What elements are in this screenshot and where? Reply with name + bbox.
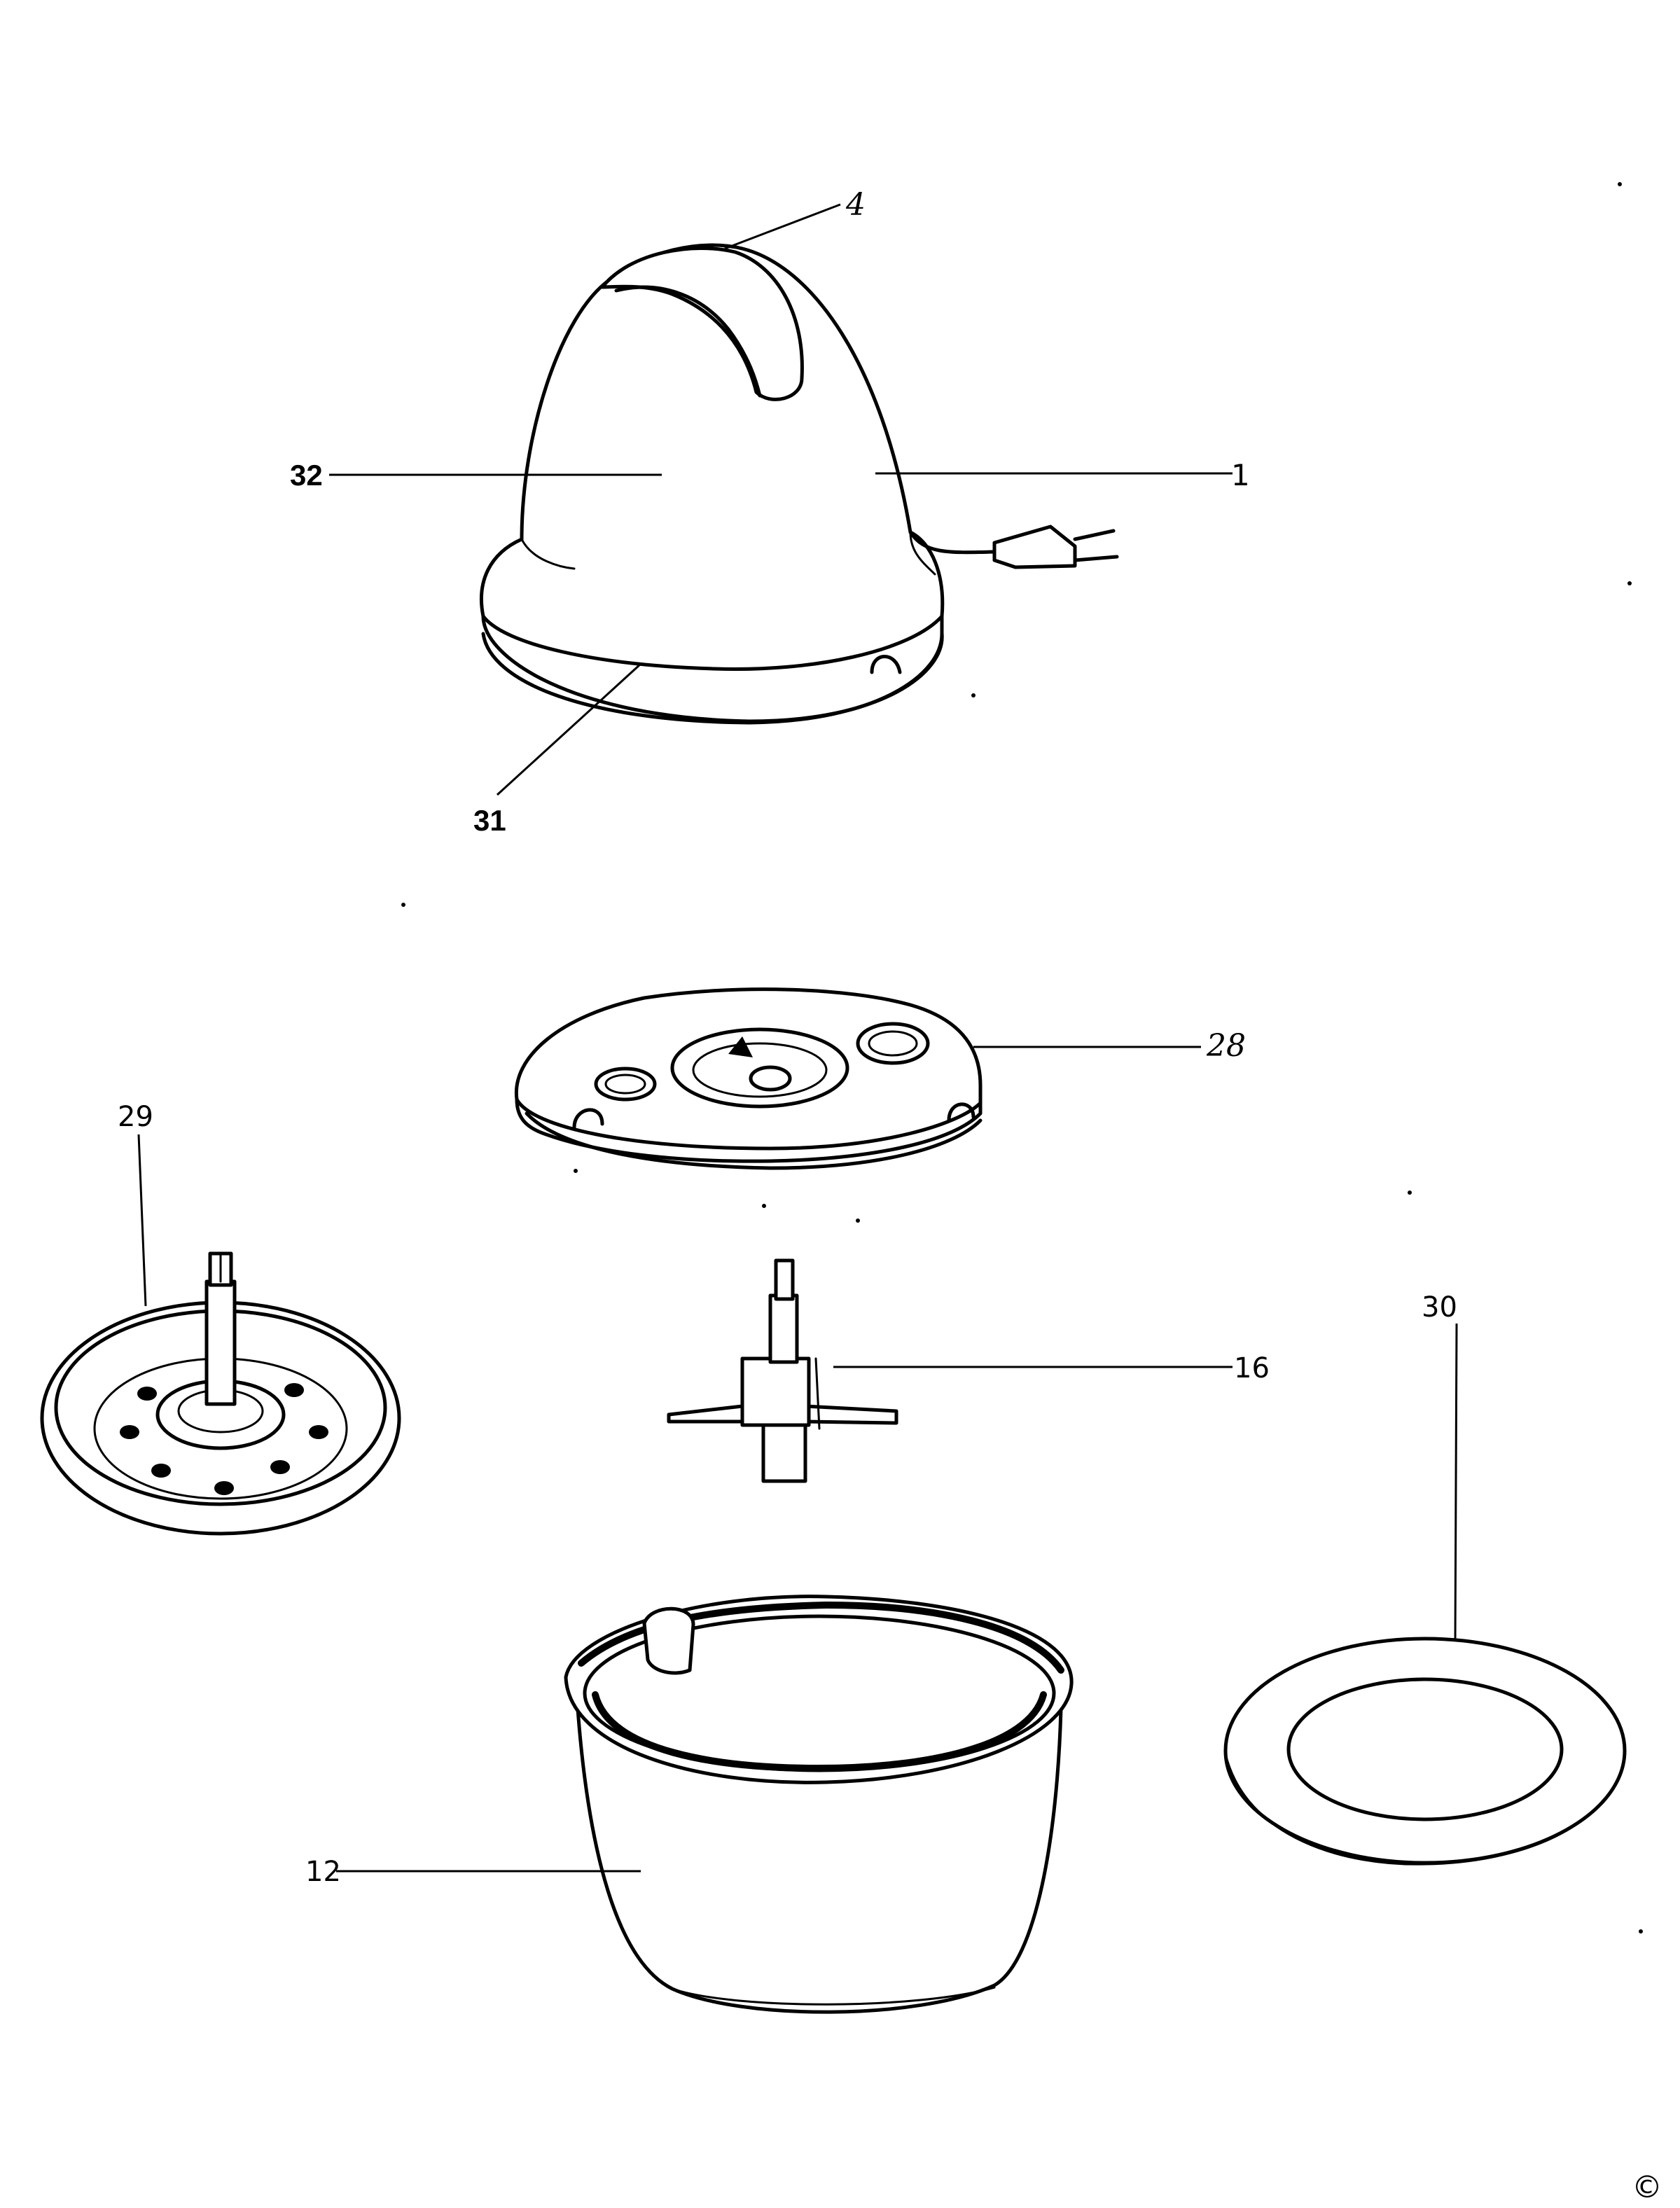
callout-4: 4: [845, 187, 866, 223]
callout-32: 32: [290, 459, 323, 492]
leader-line-31: [496, 662, 642, 796]
leader-line-29: [137, 1134, 147, 1307]
scan-specks: [401, 182, 1643, 1933]
motor-housing-drawing: [479, 243, 1119, 725]
leader-line-30: [1454, 1323, 1458, 1641]
callout-16: 16: [1234, 1352, 1270, 1384]
callout-28: 28: [1206, 1028, 1246, 1064]
lid-drawing: [514, 987, 983, 1170]
seal-ring-drawing: [1223, 1637, 1627, 1866]
callout-30: 30: [1422, 1291, 1457, 1324]
bowl-drawing: [564, 1595, 1074, 2014]
disc-drawing: [40, 1251, 401, 1536]
callout-1: 1: [1231, 458, 1250, 492]
callout-29: 29: [118, 1101, 153, 1133]
blade-drawing: [667, 1258, 898, 1483]
callout-12: 12: [305, 1856, 341, 1888]
copyright-mark: ©: [1632, 2169, 1662, 2205]
leader-line-4: [724, 203, 841, 250]
callout-31: 31: [473, 804, 506, 837]
